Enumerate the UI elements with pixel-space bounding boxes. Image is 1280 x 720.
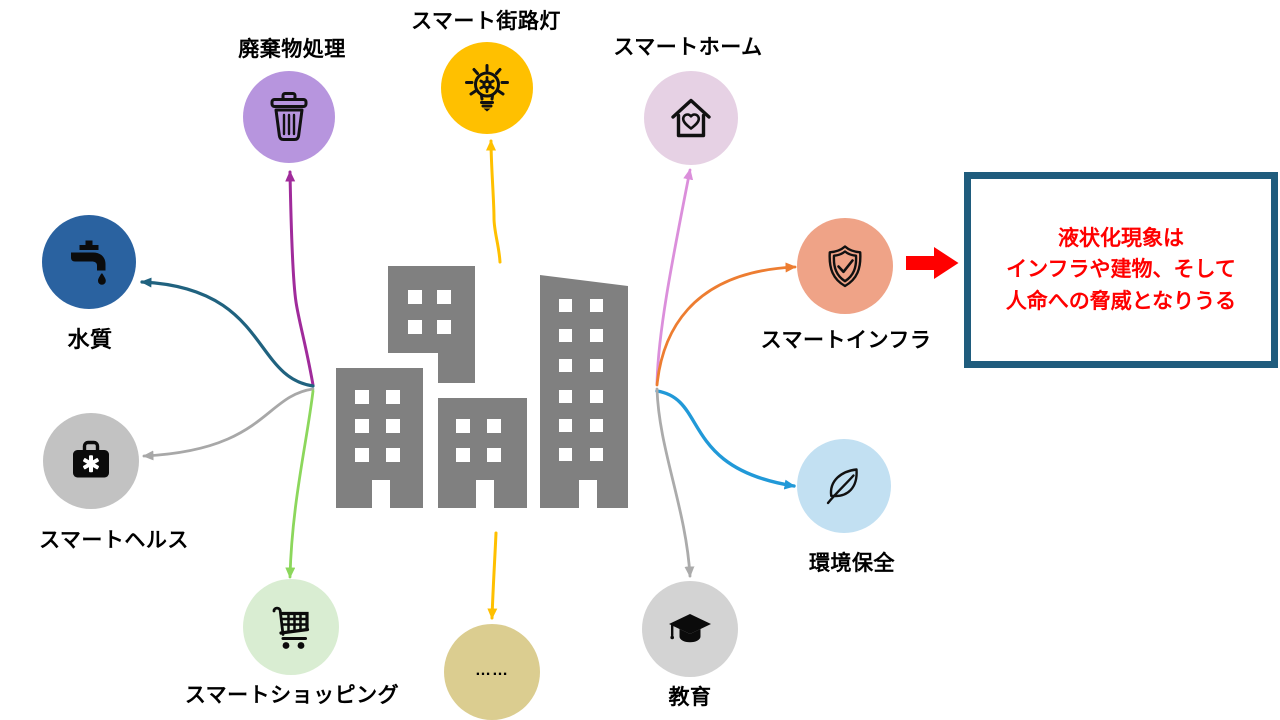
- connector-arrows: [140, 139, 797, 620]
- node-label-streetlight: スマート街路灯: [411, 10, 561, 33]
- node-circle-home: [644, 71, 738, 165]
- arrow-health: [142, 387, 315, 461]
- shield-check-icon: [828, 245, 862, 288]
- faucet-icon: [71, 240, 106, 285]
- shopping-cart-icon: [272, 606, 310, 649]
- node-label-education: 教育: [668, 686, 712, 709]
- node-label-etc: ……: [475, 662, 509, 679]
- callout-line: インフラや建物、そして: [1006, 258, 1236, 282]
- arrow-streetlight: [486, 139, 502, 264]
- arrow-etc: [487, 531, 498, 620]
- node-label-infrastructure: スマートインフラ: [760, 329, 932, 352]
- arrow-home: [655, 168, 694, 386]
- node-label-health: スマートヘルス: [39, 529, 189, 552]
- graduation-cap-icon: [669, 614, 711, 643]
- city-buildings-icon: [336, 266, 628, 508]
- node-circle-infrastructure: [797, 218, 893, 314]
- red-block-arrow: [906, 247, 959, 279]
- callout-line: 液状化現象は: [1058, 226, 1184, 250]
- star-of-life-glyph: [83, 455, 99, 473]
- gear-glyph: [479, 76, 495, 93]
- arrow-infrastructure: [655, 262, 797, 387]
- building-windows: [355, 290, 603, 462]
- node-circle-water: [42, 215, 136, 309]
- node-label-shopping: スマートショッピング: [184, 684, 400, 707]
- callout-line: 人命への脅威となりうる: [1005, 289, 1237, 313]
- lightbulb-gear-icon: [465, 64, 509, 112]
- medical-bag-icon: [73, 440, 109, 478]
- arrow-education: [655, 387, 695, 578]
- arrow-shopping: [285, 389, 315, 579]
- node-circle-shopping: [243, 579, 339, 675]
- node-label-water: 水質: [67, 327, 113, 352]
- node-label-environment: 環境保全: [809, 552, 895, 575]
- trash-icon: [270, 92, 308, 141]
- node-circle-etc: [444, 624, 540, 720]
- arrow-waste: [285, 170, 315, 387]
- callout-box: 液状化現象は インフラや建物、そして 人命への脅威となりうる: [964, 172, 1278, 368]
- node-label-home: スマートホーム: [613, 36, 763, 59]
- arrow-environment: [655, 389, 796, 490]
- node-label-waste: 廃棄物処理: [238, 38, 346, 61]
- leaf-icon: [826, 468, 858, 505]
- house-heart-icon: [671, 98, 711, 138]
- arrow-water: [140, 277, 315, 388]
